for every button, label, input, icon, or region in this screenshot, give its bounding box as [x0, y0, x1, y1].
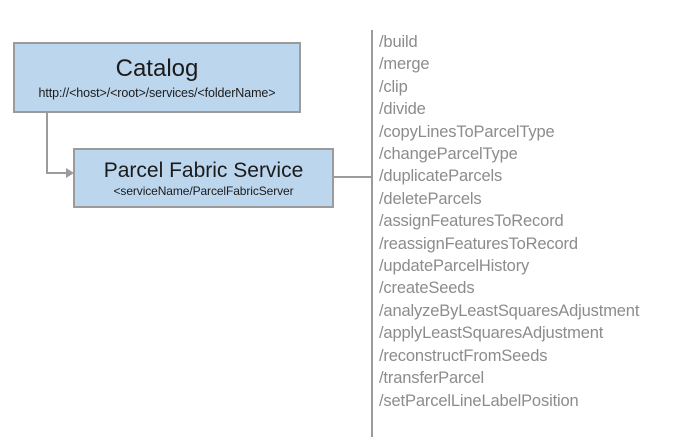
operation-item: /build: [379, 33, 418, 51]
operation-item: /merge: [379, 55, 430, 74]
node-catalog-title: Catalog: [115, 54, 199, 82]
operation-item: /reassignFeaturesToRecord: [379, 234, 578, 253]
operations-vertical-rule: [371, 30, 373, 437]
operation-item: /deleteParcels: [379, 189, 482, 208]
operation-item: /analyzeByLeastSquaresAdjustment: [379, 301, 640, 320]
operation-item: /reconstructFromSeeds: [379, 346, 548, 365]
connector-catalog-to-service-horizontal: [46, 172, 67, 174]
arrowhead-right-icon: [66, 168, 74, 178]
node-catalog-url: http://<host>/<root>/services/<folderNam…: [38, 86, 276, 101]
operation-item: /updateParcelHistory: [379, 257, 530, 276]
operation-item: /applyLeastSquaresAdjustment: [379, 324, 604, 343]
operation-item: /duplicateParcels: [379, 167, 503, 186]
node-catalog: Catalog http://<host>/<root>/services/<f…: [13, 42, 301, 113]
operations-list: /build /merge /clip /divide /copyLinesTo…: [379, 31, 679, 412]
operation-item: /assignFeaturesToRecord: [379, 212, 564, 231]
connector-catalog-to-service-vertical: [46, 113, 48, 174]
operation-item: /divide: [379, 100, 426, 119]
node-parcel-fabric-service-title: Parcel Fabric Service: [103, 158, 304, 182]
operation-item: /changeParcelType: [379, 145, 518, 164]
operation-item: /copyLinesToParcelType: [379, 122, 555, 141]
operation-item: /setParcelLineLabelPosition: [379, 391, 579, 410]
node-parcel-fabric-service: Parcel Fabric Service <serviceName/Parce…: [73, 148, 334, 208]
operation-item: /createSeeds: [379, 279, 475, 298]
operation-item: /transferParcel: [379, 369, 485, 388]
operation-item: /clip: [379, 77, 408, 96]
connector-service-to-operations: [334, 176, 372, 178]
node-parcel-fabric-service-path: <serviceName/ParcelFabricServer: [113, 183, 294, 198]
